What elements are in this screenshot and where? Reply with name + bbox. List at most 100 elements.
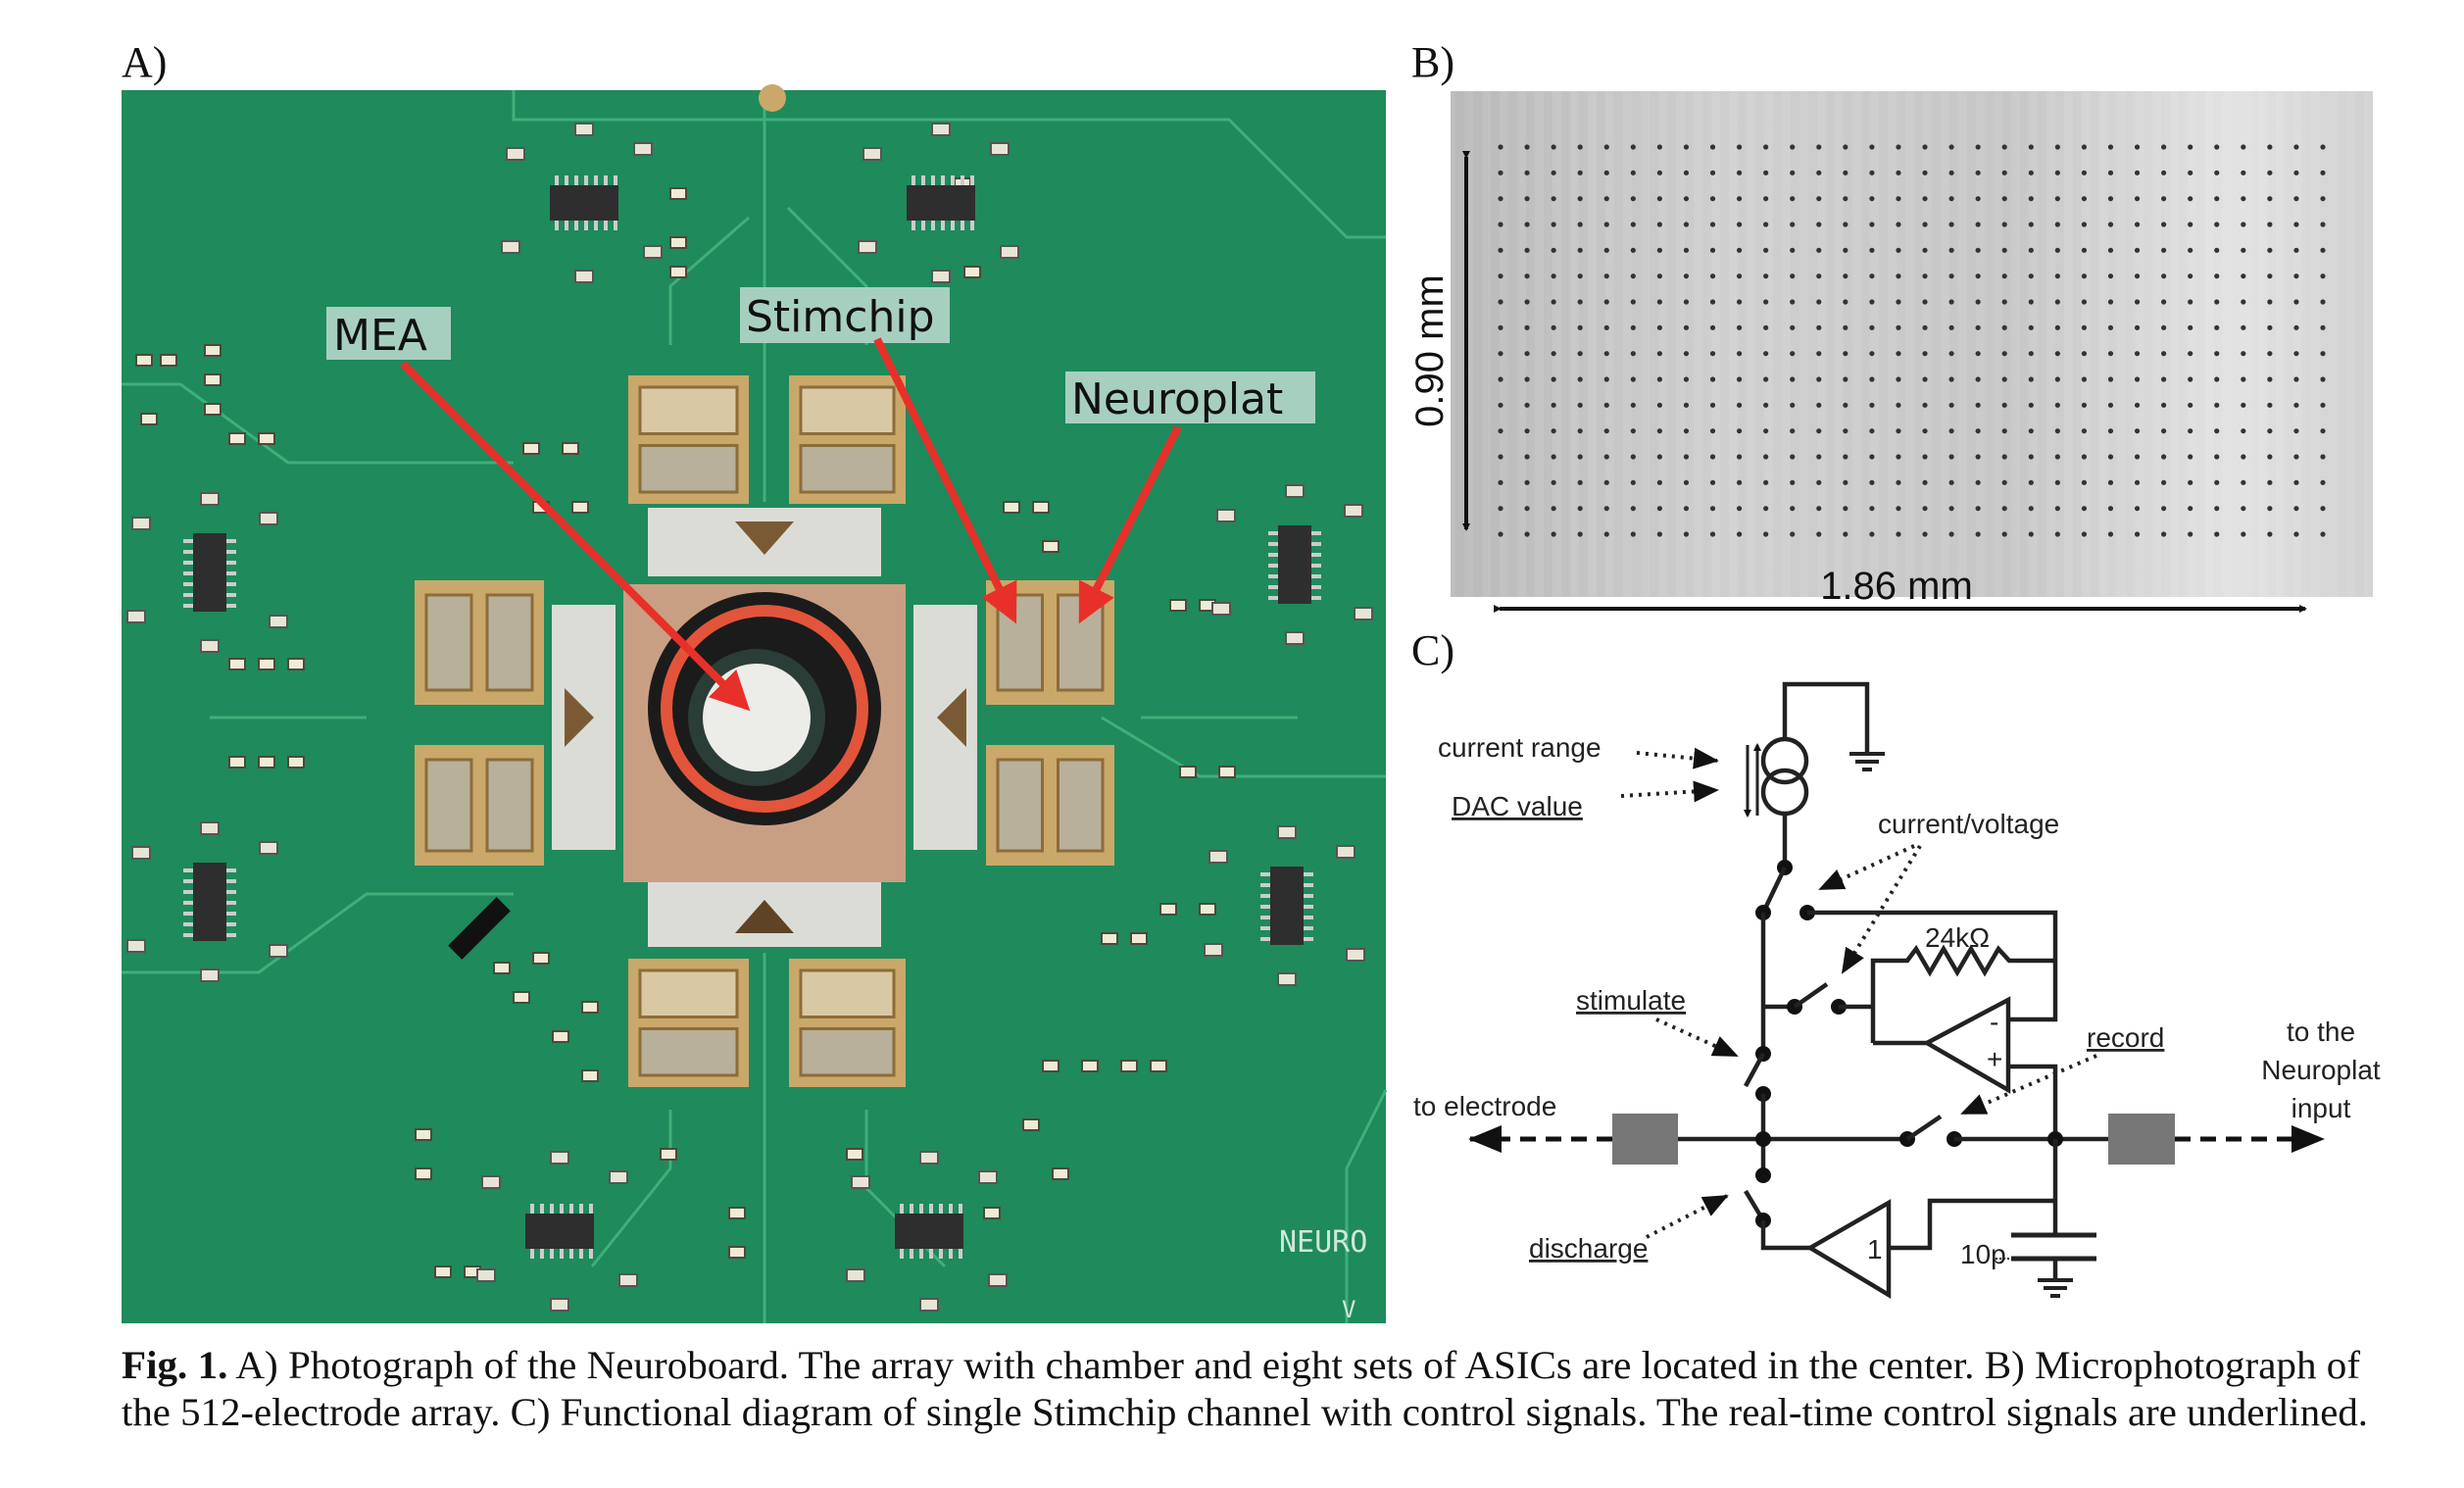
smd-component [963, 266, 981, 278]
electrode-dot [1524, 247, 1530, 253]
electrode-dot [1948, 376, 1954, 382]
electrode-dot [2054, 196, 2060, 202]
electrode-dot [2028, 376, 2034, 382]
electrode-dot [2028, 144, 2034, 150]
smd-component [228, 658, 246, 670]
electrode-dot [2161, 376, 2167, 382]
electrode-dot [2241, 428, 2246, 434]
electrode-dot [1577, 454, 1583, 460]
electrode-dot [1524, 299, 1530, 305]
electrode-dot [1843, 506, 1848, 512]
electrode-dot [2001, 351, 2007, 357]
electrode-grid [1498, 144, 2326, 537]
electrode-dot [1524, 376, 1530, 382]
electrode-dot [1498, 222, 1503, 227]
smd-component [1022, 1118, 1040, 1131]
mea-label: MEA [333, 311, 427, 361]
electrode-dot [1763, 144, 1769, 150]
electrode-dot [1498, 531, 1503, 537]
electrode-dot [2054, 402, 2060, 408]
electrode-dot [1683, 402, 1690, 408]
electrode-dot [2320, 144, 2326, 150]
stimchip-channel-diagram: - + 1 [1413, 681, 2381, 1299]
stimchip-arrow [873, 337, 1017, 624]
electrode-dot [1763, 454, 1769, 460]
electrode-dot [1843, 531, 1848, 537]
electrode-dot [1630, 376, 1636, 382]
electrode-dot [1498, 324, 1503, 330]
electrode-dot [1869, 402, 1875, 408]
neuroplat-arrow [1078, 425, 1182, 624]
electrode-dot [2293, 196, 2299, 202]
smd-component [1042, 540, 1060, 553]
electrode-dot [1896, 144, 1901, 150]
electrode-dot [2188, 506, 2193, 512]
electrode-dot [2081, 170, 2088, 175]
smd-component [669, 187, 687, 200]
smd-component [204, 344, 222, 357]
electrode-dot [1498, 351, 1503, 357]
electrode-dot [2293, 402, 2299, 408]
ic-chips [126, 123, 1373, 1312]
electrode-dot [1683, 273, 1690, 279]
current-range-arrow [1636, 747, 1719, 769]
mea-annotation: MEA [326, 307, 451, 361]
smd-component [1179, 766, 1197, 778]
electrode-dot [2001, 222, 2007, 227]
ic-chip [476, 1151, 638, 1312]
electrode-dot [1896, 324, 1901, 330]
wire [448, 897, 511, 960]
asic-pad [628, 959, 749, 1087]
electrode-dot [2161, 144, 2167, 150]
pcb-traces [122, 90, 1388, 1323]
electrode-dot [1869, 506, 1875, 512]
smd-component [1032, 501, 1050, 514]
electrode-dot [1498, 273, 1503, 279]
to-electrode-label: to electrode [1413, 1091, 1556, 1121]
electrode-dot [2188, 196, 2193, 202]
electrode-dot [1630, 402, 1636, 408]
smd-component [1081, 1060, 1099, 1072]
electrode-dot [1790, 299, 1796, 305]
electrode-dot [2054, 222, 2060, 227]
electrode-dot [1790, 402, 1796, 408]
electrode-dot [1709, 170, 1716, 175]
electrode-dot [1603, 531, 1609, 537]
electrode-dot [2001, 299, 2007, 305]
electrode-dot [1975, 144, 1981, 150]
electrode-dot [1656, 273, 1662, 279]
electrode-dot [2241, 454, 2246, 460]
smd-component [1120, 1060, 1138, 1072]
electrode-dot [1948, 273, 1954, 279]
electrode-dot [1948, 531, 1954, 537]
electrode-dot [2161, 247, 2167, 253]
electrode-dot [1683, 299, 1690, 305]
neuroplat-label: Neuroplat [1071, 374, 1283, 424]
electrode-dot [2320, 324, 2326, 330]
electrode-dot [1683, 454, 1690, 460]
electrode-dot [2293, 351, 2299, 357]
electrode-dot [1816, 531, 1822, 537]
electrode-dot [1922, 479, 1928, 485]
smd-component [287, 658, 305, 670]
electrode-dot [1551, 196, 1556, 202]
electrode-dot [1603, 428, 1609, 434]
to-neuroplat-label-2: Neuroplat [2261, 1055, 2381, 1085]
stimulate-label: stimulate [1576, 985, 1686, 1016]
electrode-dot [1603, 402, 1609, 408]
electrode-dot [1975, 402, 1981, 408]
electrode-dot [2107, 376, 2114, 382]
panel-a-label: A) [122, 38, 167, 86]
electrode-dot [1790, 144, 1796, 150]
discharge-label: discharge [1529, 1233, 1648, 1264]
electrode-dot [1603, 351, 1609, 357]
electrode-dot [1816, 376, 1822, 382]
electrode-dot [1790, 247, 1796, 253]
electrode-dot [1975, 273, 1981, 279]
electrode-dot [1790, 531, 1796, 537]
electrode-dot [2134, 324, 2141, 330]
electrode-dot [1763, 247, 1769, 253]
electrode-dot [1551, 222, 1556, 227]
electrode-dot [1763, 299, 1769, 305]
